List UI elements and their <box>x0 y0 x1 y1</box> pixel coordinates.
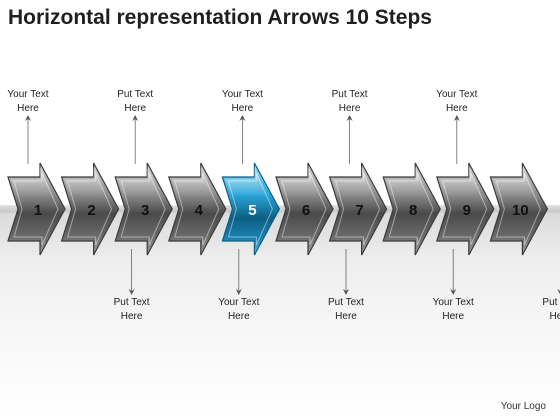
arrow-shine <box>225 167 268 197</box>
step-label-line1: Put Text <box>117 89 154 100</box>
step-number-4: 4 <box>195 202 204 219</box>
arrow-shine <box>386 167 429 197</box>
step-arrow-10: 10 <box>489 162 549 256</box>
step-label-line2: Here <box>445 103 468 114</box>
step-label-line1: Your Text <box>221 89 263 100</box>
arrow-shine <box>64 167 107 197</box>
step-number-6: 6 <box>302 202 310 219</box>
step-arrow-1: 1 <box>7 162 66 256</box>
step-label-line1: Your Text <box>436 89 478 100</box>
step-label-line1: Your Text <box>7 89 49 100</box>
step-number-2: 2 <box>87 202 95 219</box>
arrow-shine <box>279 167 321 197</box>
step-arrow-9: 9 <box>435 162 495 256</box>
step-label-line1: Put Text <box>331 89 368 100</box>
step-number-1: 1 <box>34 202 42 219</box>
step-number-7: 7 <box>355 202 363 219</box>
step-label-line1: Your Text <box>218 297 260 308</box>
step-arrow-3: 3 <box>114 162 173 256</box>
step-arrow-2: 2 <box>60 162 120 256</box>
step-arrow-5: 5 <box>221 162 281 256</box>
step-label-line2: Here <box>549 311 560 322</box>
step-number-9: 9 <box>463 202 471 219</box>
step-label-line2: Here <box>231 103 254 114</box>
step-label-line1: Your Text <box>432 297 474 308</box>
step-label-line2: Here <box>124 103 147 114</box>
step-label-line2: Here <box>227 311 250 322</box>
step-label-line2: Here <box>335 311 357 322</box>
arrow-shine <box>11 167 53 197</box>
step-label-line1: Put Text <box>113 297 150 308</box>
step-arrow-6: 6 <box>275 162 334 256</box>
step-arrow-8: 8 <box>382 162 441 256</box>
step-arrow-4: 4 <box>167 162 227 256</box>
step-arrow-7: 7 <box>328 162 388 256</box>
step-label-line2: Here <box>120 311 143 322</box>
step-label-line1: Put Text <box>328 297 364 308</box>
slide-title: Horizontal representation Arrows 10 Step… <box>8 6 432 29</box>
logo-text: Your Logo <box>500 401 546 412</box>
step-number-3: 3 <box>141 202 149 219</box>
arrow-shine <box>171 167 214 197</box>
step-label-line2: Here <box>442 311 465 322</box>
arrow-shine <box>493 167 536 197</box>
step-label-line2: Here <box>17 103 39 114</box>
step-label-line2: Here <box>338 103 361 114</box>
arrow-shine <box>118 167 161 197</box>
arrow-shine <box>439 167 482 197</box>
step-number-8: 8 <box>409 202 417 219</box>
arrow-shine <box>332 167 375 197</box>
step-label-line1: Put Text <box>542 297 560 308</box>
step-number-5: 5 <box>248 202 256 219</box>
step-number-10: 10 <box>512 202 529 219</box>
